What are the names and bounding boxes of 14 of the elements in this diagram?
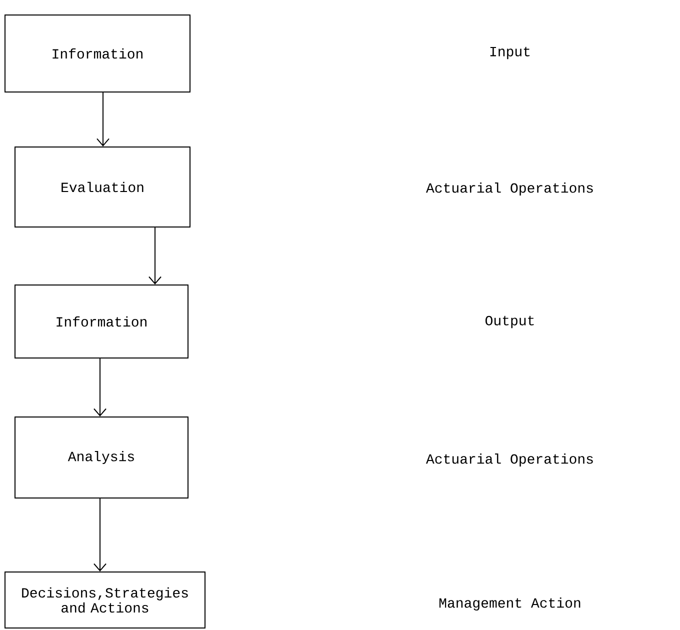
arrow	[96, 92, 110, 146]
side-label: Output	[486, 316, 534, 328]
arrow	[94, 498, 106, 572]
process-box: Analysis	[14, 416, 188, 498]
side-label: Actuarial Operations	[426, 453, 593, 467]
arrow	[148, 227, 162, 284]
process-box: Decisions,Strategies and Actions	[4, 572, 206, 628]
arrow	[94, 358, 106, 416]
side-label: Management Action	[439, 597, 580, 611]
process-box: Information	[4, 14, 190, 92]
side-label: Actuarial Operations	[426, 182, 593, 196]
process-box: Information	[14, 284, 188, 358]
side-label: Input	[490, 46, 530, 60]
process-box: Evaluation	[14, 146, 190, 228]
